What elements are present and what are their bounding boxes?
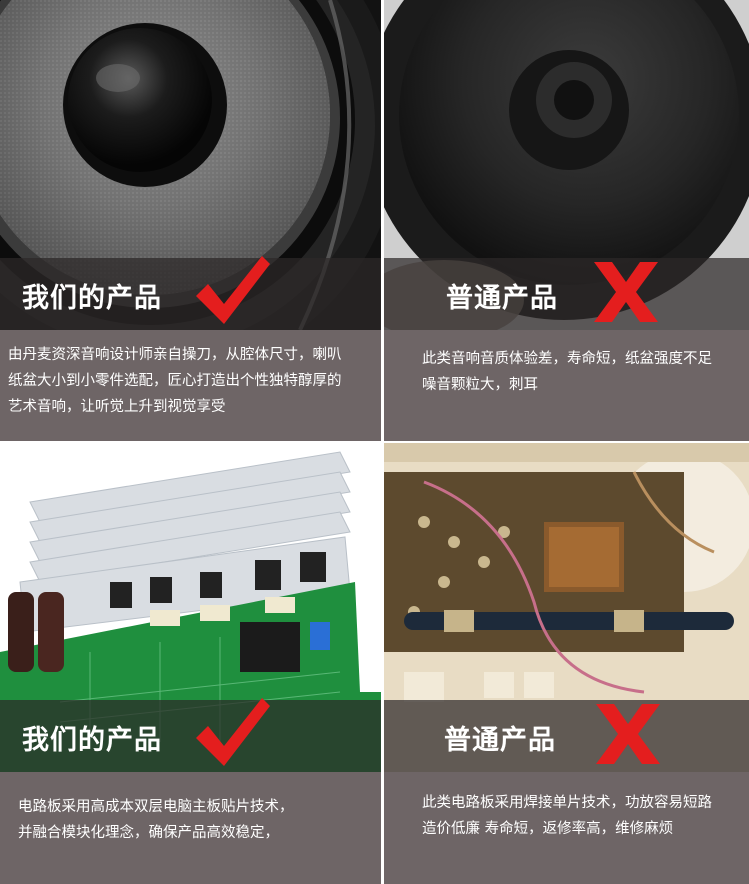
desc-line: 由丹麦资深音响设计师亲自操刀，从腔体尺寸，喇叭 [8,347,342,363]
desc-box-common-board: 此类电路板采用焊接单片技术，功放容易短路 造价低廉 寿命短，返修率高，维修麻烦 [384,772,749,884]
check-mark-icon [196,698,270,766]
horizontal-divider [0,441,749,443]
panel-common-board: 普通产品 此类电路板采用焊接单片技术，功放容易短路 造价低廉 寿命短，返修率高，… [384,442,749,884]
label-band [384,258,749,330]
panel-our-board: 我们的产品 电路板采用高成本双层电脑主板贴片技术， 并融合模块化理念，确保产品高… [0,442,381,884]
desc-line: 此类电路板采用焊接单片技术，功放容易短路 [422,795,712,811]
x-mark-icon [596,704,660,764]
speaker-photo-ours [0,0,381,330]
desc-line: 此类音响音质体验差，寿命短，纸盆强度不足 [422,351,712,367]
product-label-common-board: 普通产品 [444,725,556,756]
label-band [384,700,749,772]
desc-box-ours-board: 电路板采用高成本双层电脑主板贴片技术， 并融合模块化理念，确保产品高效稳定， [0,772,381,884]
desc-line: 纸盆大小到小零件选配，匠心打造出个性独特醇厚的 [8,373,342,389]
check-mark-icon [196,256,270,324]
panel-common-speaker: 普通产品 此类音响音质体验差，寿命短，纸盆强度不足 噪音颗粒大，刺耳 [384,0,749,442]
product-label-common: 普通产品 [446,283,558,314]
x-mark-icon [594,262,658,322]
desc-line: 艺术音响，让听觉上升到视觉享受 [8,399,226,415]
desc-box-ours: 由丹麦资深音响设计师亲自操刀，从腔体尺寸，喇叭 纸盆大小到小零件选配，匠心打造出… [0,330,381,442]
desc-line: 电路板采用高成本双层电脑主板贴片技术， [18,799,294,815]
desc-line: 造价低廉 寿命短，返修率高，维修麻烦 [422,821,674,837]
desc-box-common: 此类音响音质体验差，寿命短，纸盆强度不足 噪音颗粒大，刺耳 [384,330,749,442]
panel-our-speaker: 我们的产品 由丹麦资深音响设计师亲自操刀，从腔体尺寸，喇叭 纸盆大小到小零件选配… [0,0,381,442]
desc-line: 噪音颗粒大，刺耳 [422,377,538,393]
speaker-illustration [0,0,381,330]
product-label-ours: 我们的产品 [22,283,162,314]
label-band [0,700,381,772]
desc-line: 并融合模块化理念，确保产品高效稳定， [18,825,279,841]
product-label-ours-board: 我们的产品 [22,725,162,756]
label-band [0,258,381,330]
